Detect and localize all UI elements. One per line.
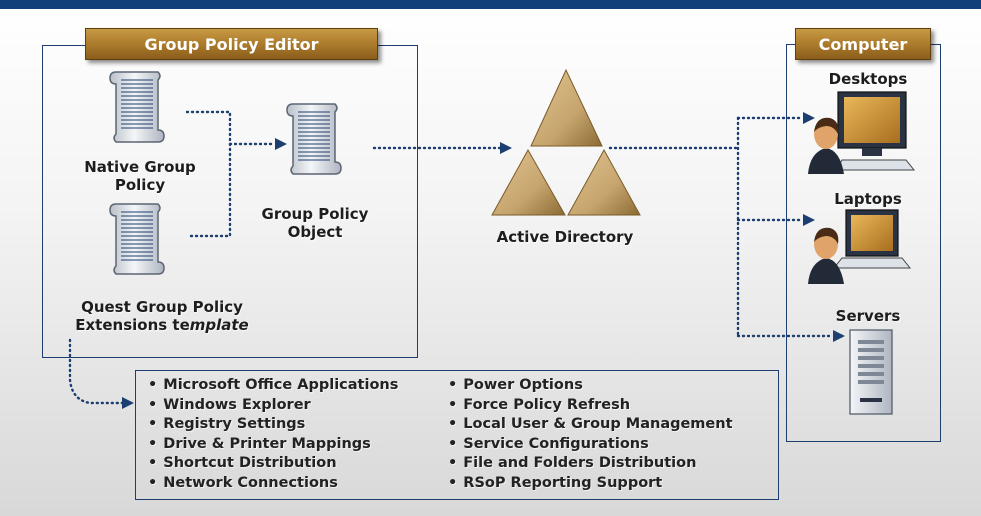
server-icon <box>849 329 893 415</box>
list-item: Force Policy Refresh <box>448 396 773 416</box>
active-directory-label: Active Directory <box>496 228 634 246</box>
list-item: Microsoft Office Applications <box>148 376 438 396</box>
extensions-list-frame <box>135 370 779 500</box>
list-item: Shortcut Distribution <box>148 454 438 474</box>
list-item: Service Configurations <box>448 435 773 455</box>
extensions-list-left: Microsoft Office Applications Windows Ex… <box>148 376 438 494</box>
list-item: File and Folders Distribution <box>448 454 773 474</box>
list-item: Local User & Group Management <box>448 415 773 435</box>
list-item: Power Options <box>448 376 773 396</box>
group-policy-editor-tab: Group Policy Editor <box>85 28 378 60</box>
list-item: RSoP Reporting Support <box>448 474 773 494</box>
quest-extensions-template-label: Quest Group Policy Extensions template <box>75 298 249 334</box>
list-item: Registry Settings <box>148 415 438 435</box>
servers-label: Servers <box>835 307 901 325</box>
laptops-label: Laptops <box>834 190 902 208</box>
computer-tab: Computer <box>795 28 931 60</box>
laptop-user-icon <box>808 209 912 284</box>
list-item: Drive & Printer Mappings <box>148 435 438 455</box>
top-banner <box>0 0 981 9</box>
extensions-list-right: Power Options Force Policy Refresh Local… <box>448 376 773 494</box>
list-item: Network Connections <box>148 474 438 494</box>
quest-template-scroll-icon <box>109 203 165 275</box>
group-policy-object-label: Group Policy Object <box>261 205 369 241</box>
list-item: Windows Explorer <box>148 396 438 416</box>
desktops-label: Desktops <box>828 70 908 88</box>
gpo-scroll-icon <box>286 103 342 175</box>
desktop-user-icon <box>808 91 916 174</box>
active-directory-triangle-icon <box>491 68 641 216</box>
native-policy-scroll-icon <box>109 71 165 143</box>
native-group-policy-label: Native Group Policy <box>84 158 196 194</box>
